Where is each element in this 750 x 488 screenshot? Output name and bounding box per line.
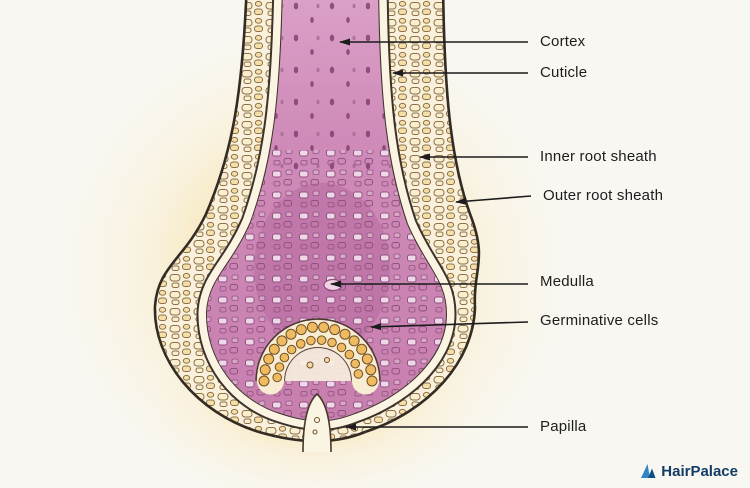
papilla-region [302,392,332,453]
arrow-germinative-cells [370,321,529,331]
label-cuticle: Cuticle [540,64,588,81]
germinative-cells-region [255,318,381,395]
label-germinative-cells: Germinative cells [540,312,659,329]
hairpalace-logo-icon [641,464,656,478]
arrow-outer-root-sheath [455,195,532,205]
label-outer-root-sheath: Outer root sheath [543,187,664,204]
label-medulla: Medulla [540,273,594,290]
label-cortex: Cortex [540,33,586,50]
leader-arrows [330,38,532,431]
hairpalace-logo-text: HairPalace [661,462,738,480]
label-inner-root-sheath: Inner root sheath [540,148,657,165]
hairpalace-logo: HairPalace [639,462,738,480]
label-papilla: Papilla [540,418,587,435]
